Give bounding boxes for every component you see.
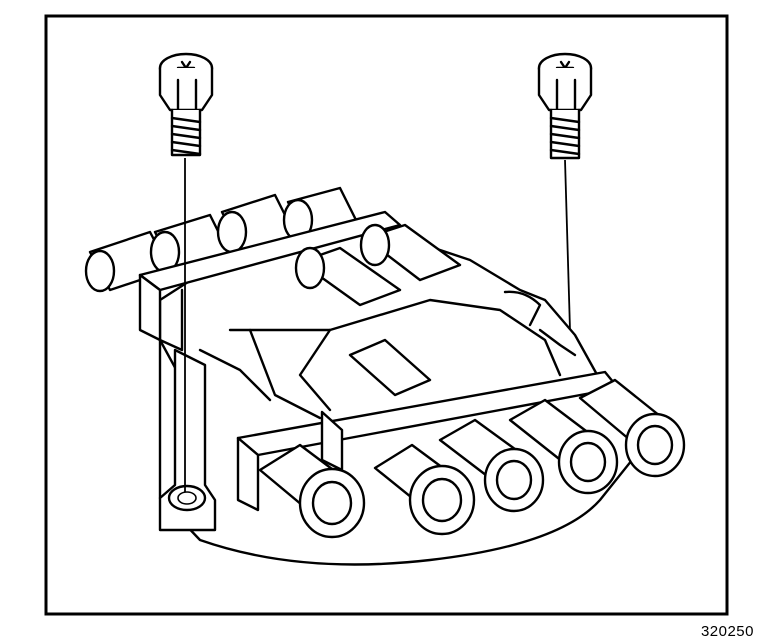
left-screw xyxy=(158,52,214,157)
rear-bracket xyxy=(138,210,402,397)
rear-tower xyxy=(216,193,297,254)
front-tower-4 xyxy=(508,398,619,495)
right-screw xyxy=(537,52,593,160)
front-tower-2 xyxy=(373,443,476,536)
front-tower-1 xyxy=(258,443,366,539)
figure-number: 320250 xyxy=(700,623,754,640)
right-screw-line xyxy=(564,159,571,331)
front-tower-5 xyxy=(578,378,686,478)
front-bracket xyxy=(236,370,620,512)
front-tower-3 xyxy=(438,418,545,513)
left-mounting-post xyxy=(158,348,217,532)
front-terminal-towers xyxy=(258,378,686,539)
middle-towers xyxy=(294,223,462,397)
screw-alignment-lines xyxy=(184,158,571,492)
